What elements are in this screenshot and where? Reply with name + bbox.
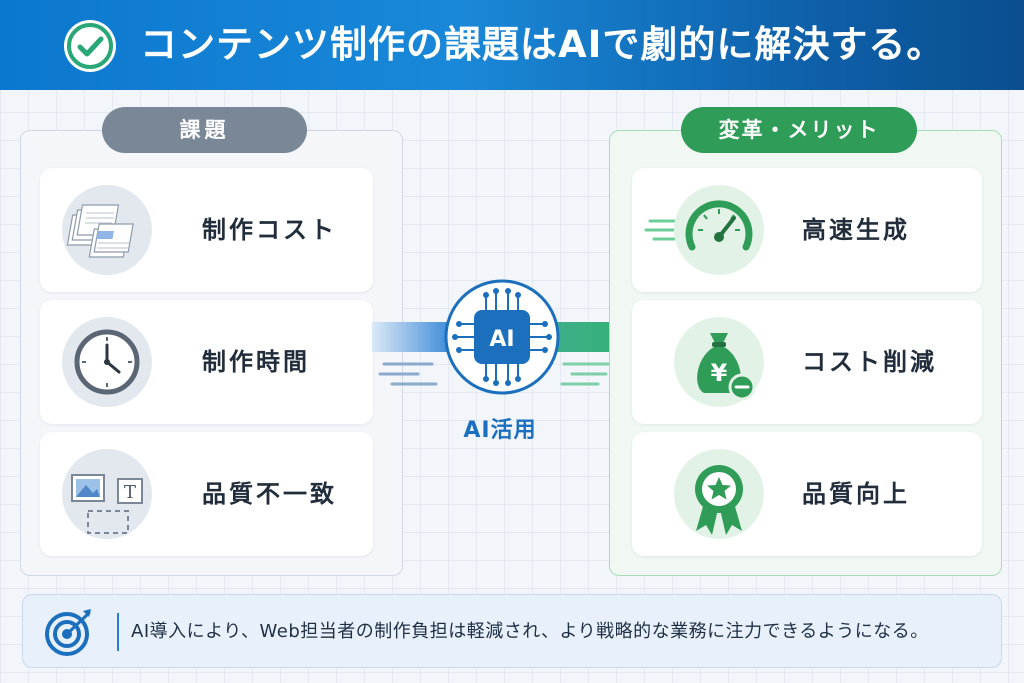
header-banner: コンテンツ制作の課題はAIで劇的に解決する。 [0, 0, 1024, 90]
document-stack-icon [62, 185, 152, 275]
benefit-label: 品質向上 [802, 480, 910, 508]
award-badge-icon [674, 449, 764, 539]
page-title: コンテンツ制作の課題はAIで劇的に解決する。 [140, 23, 945, 66]
benefit-card-quality: 品質向上 [632, 432, 982, 556]
speed-lines-icon [644, 219, 676, 241]
clock-icon [62, 317, 152, 407]
benefit-label: 高速生成 [802, 216, 910, 244]
benefit-card-cost: ¥ コスト削減 [632, 300, 982, 424]
benefit-label: コスト削減 [802, 348, 937, 376]
challenge-card-quality: T 品質不一致 [40, 432, 373, 556]
summary-banner: AI導入により、Web担当者の制作負担は軽減され、より戦略的な業務に注力できるよ… [22, 594, 1002, 668]
challenge-card-time: 制作時間 [40, 300, 373, 424]
ai-transformation-flow: AI [372, 279, 654, 395]
ai-usage-label: AI活用 [463, 418, 537, 443]
speedometer-icon [674, 185, 764, 275]
svg-text:T: T [124, 482, 136, 503]
benefits-heading: 変革・メリット [681, 107, 917, 153]
challenge-label: 制作コスト [202, 216, 337, 244]
yen-symbol: ¥ [711, 359, 728, 387]
footer-divider [117, 613, 119, 651]
ai-chip-text: AI [489, 327, 514, 352]
ai-chip-icon: AI [452, 288, 552, 386]
summary-text: AI導入により、Web担当者の制作負担は軽減され、より戦略的な業務に注力できるよ… [131, 621, 929, 642]
challenge-label: 制作時間 [202, 348, 310, 376]
challenge-label: 品質不一致 [202, 480, 337, 508]
check-circle-icon [64, 20, 116, 72]
mixed-content-icon: T [62, 449, 152, 539]
yen-moneybag-icon: ¥ [674, 317, 764, 407]
challenges-heading: 課題 [102, 107, 307, 153]
challenge-card-cost: 制作コスト [40, 168, 373, 292]
target-icon [45, 609, 91, 656]
benefit-card-speed: 高速生成 [632, 168, 982, 292]
